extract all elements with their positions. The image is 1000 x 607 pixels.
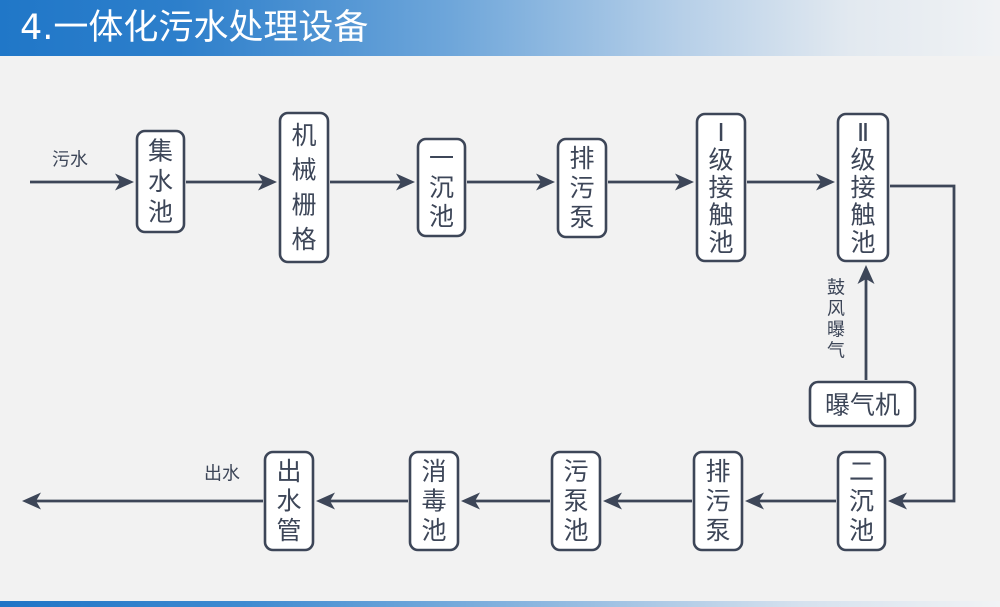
slide-header-bar: 4.一体化污水处理设备 bbox=[0, 0, 1000, 56]
flow-node-label-char: 排 bbox=[705, 457, 730, 486]
flow-node-paiwubeng2[interactable]: 排污泵 bbox=[692, 450, 744, 552]
flow-node-label-char: 池 bbox=[563, 516, 588, 545]
flow-edge-erchenchi-to-paiwubeng2-head bbox=[745, 492, 764, 510]
flow-node-label-char: Ⅰ bbox=[717, 118, 724, 147]
flow-edge-label-char: 鼓 bbox=[827, 278, 845, 299]
flow-edge-label-char: 气 bbox=[827, 341, 845, 362]
flow-node-label-char: Ⅱ bbox=[857, 118, 869, 147]
flow-node-label-char: 管 bbox=[276, 516, 301, 545]
flow-node-label-char: 接 bbox=[708, 173, 733, 202]
flow-node-label-char: 池 bbox=[421, 516, 446, 545]
page-title: 4.一体化污水处理设备 bbox=[20, 8, 369, 48]
flow-node-box bbox=[278, 111, 330, 264]
flow-node-label-char: 毒 bbox=[421, 487, 446, 516]
flow-node-box bbox=[408, 450, 460, 552]
flow-node-label-char: 泵 bbox=[705, 516, 730, 545]
flow-edge-jixieshange-to-yichenchi-head bbox=[396, 173, 415, 191]
flow-node-paiwubeng1[interactable]: 排污泵 bbox=[556, 137, 608, 239]
flow-node-label-char: 沉 bbox=[429, 173, 454, 202]
flow-node-label-char: 污 bbox=[563, 457, 588, 486]
flow-node-label-char: 机 bbox=[291, 121, 316, 150]
flow-node-box bbox=[550, 450, 602, 552]
flow-node-label-char: 械 bbox=[291, 156, 316, 185]
flow-node-chushuiguan[interactable]: 出水管 bbox=[263, 450, 315, 552]
flow-node-puqiji[interactable]: 曝气机 bbox=[808, 380, 917, 428]
flow-node-label-char: 污 bbox=[705, 487, 730, 516]
flow-edge-yijijiechu-to-erjijiechu-head bbox=[816, 173, 835, 191]
flow-node-wubengchi[interactable]: 污泵池 bbox=[550, 450, 602, 552]
flow-node-label-char: 一 bbox=[429, 144, 454, 173]
flow-node-label-char: 池 bbox=[148, 197, 173, 226]
flow-node-label-char: 出 bbox=[276, 457, 301, 486]
flow-node-label-char: 触 bbox=[850, 200, 875, 229]
flow-node-label-char: 接 bbox=[850, 173, 875, 202]
flow-node-label-char: 消 bbox=[421, 457, 446, 486]
flow-node-label-char: 池 bbox=[708, 228, 733, 257]
flow-node-label-char: 池 bbox=[429, 202, 454, 231]
flow-edge-label-text: 出水 bbox=[204, 464, 240, 485]
flow-node-box bbox=[556, 137, 608, 239]
flow-node-label-char: 栅 bbox=[291, 190, 316, 219]
flow-node-label-char: 泵 bbox=[569, 203, 594, 232]
flow-edge-erjijiechu-to-erchenchi-head bbox=[888, 492, 907, 510]
flow-node-box bbox=[808, 380, 917, 428]
flow-edge-puqiji-to-erjijiechu-head bbox=[857, 265, 875, 284]
flow-node-box bbox=[695, 112, 747, 263]
flow-edge-label-outlet-label: 出水 bbox=[204, 464, 240, 485]
flow-node-label-char: 水 bbox=[148, 167, 173, 196]
flow-nodes-layer: 集水池机械栅格一沉池排污泵Ⅰ级接触池Ⅱ级接触池曝气机二沉池排污泵污泵池消毒池出水… bbox=[135, 111, 917, 552]
flow-edge-label-text: 污水 bbox=[52, 150, 88, 171]
flow-node-label-char: 级 bbox=[850, 146, 875, 175]
flow-edge-paiwubeng1-to-yijijiechu-head bbox=[675, 173, 694, 191]
flow-node-erchenchi[interactable]: 二沉池 bbox=[836, 450, 887, 552]
flow-node-label-char: 级 bbox=[708, 146, 733, 175]
flow-node-label-char: 触 bbox=[708, 200, 733, 229]
flow-edge-jishuichi-to-jixieshange-head bbox=[258, 173, 277, 191]
flow-edge-label-char: 曝 bbox=[827, 320, 845, 341]
flow-node-label-char: 集 bbox=[148, 137, 173, 166]
flow-node-box bbox=[135, 129, 186, 234]
flow-node-label-char: 沉 bbox=[849, 487, 874, 516]
flow-node-label-char: 污 bbox=[569, 174, 594, 203]
flow-node-jishuichi[interactable]: 集水池 bbox=[135, 129, 186, 234]
flow-node-box bbox=[263, 450, 315, 552]
flow-node-xiaoduchi[interactable]: 消毒池 bbox=[408, 450, 460, 552]
flow-node-label-char: 池 bbox=[850, 228, 875, 257]
flow-edge-inlet-to-jishuichi-head bbox=[115, 173, 134, 191]
flow-node-label: 曝气机 bbox=[825, 391, 900, 420]
flow-node-box bbox=[836, 112, 890, 263]
flow-node-label-char: 排 bbox=[569, 144, 594, 173]
flow-node-label-char: 格 bbox=[291, 225, 316, 254]
flow-edge-yichenchi-to-paiwubeng1-head bbox=[536, 173, 555, 191]
flow-edge-wubengchi-to-xiaoduchi-head bbox=[461, 492, 480, 510]
flow-edge-chushuiguan-to-outlet-head bbox=[22, 492, 41, 510]
flow-edge-label-inlet-label: 污水 bbox=[52, 150, 88, 171]
flow-node-yichenchi[interactable]: 一沉池 bbox=[416, 137, 467, 238]
flow-node-box bbox=[692, 450, 744, 552]
flow-node-label-char: 二 bbox=[849, 457, 874, 486]
flow-edge-erjijiechu-to-erchenchi-line bbox=[890, 184, 956, 503]
flow-edge-paiwubeng2-to-wubengchi-head bbox=[603, 492, 622, 510]
flow-node-label-char: 池 bbox=[849, 516, 874, 545]
flow-node-label-char: 泵 bbox=[563, 487, 588, 516]
flow-edge-xiaoduchi-to-chushuiguan-head bbox=[316, 492, 335, 510]
slide-footer-bar bbox=[0, 601, 1000, 607]
flowchart-svg: 集水池机械栅格一沉池排污泵Ⅰ级接触池Ⅱ级接触池曝气机二沉池排污泵污泵池消毒池出水… bbox=[22, 111, 956, 552]
flow-node-box bbox=[836, 450, 887, 552]
flow-node-label-char: 水 bbox=[276, 487, 301, 516]
flow-edges-layer bbox=[22, 173, 956, 510]
flow-node-box bbox=[416, 137, 467, 238]
flow-edge-label-char: 风 bbox=[827, 299, 845, 320]
